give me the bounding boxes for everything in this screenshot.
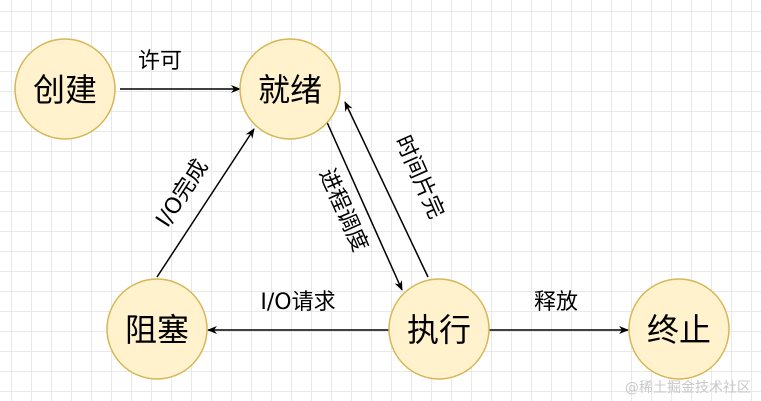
edge-create-to-ready: 许可 [120,49,241,93]
node-blocked: 阻塞 [106,278,208,380]
node-label-blocked: 阻塞 [125,311,189,349]
edge-ready-to-running: 进程调度 [314,119,403,291]
node-label-ready: 就绪 [258,71,322,109]
watermark: @稀土掘金技术社区 [625,380,751,396]
node-ready: 就绪 [239,38,341,140]
edge-label-io-request: I/O请求 [260,290,335,315]
node-label-terminated: 终止 [647,311,711,349]
node-running: 执行 [388,278,490,380]
edge-label-release: 释放 [534,290,578,315]
edge-running-to-terminated: 释放 [489,290,629,334]
node-create: 创建 [14,38,116,140]
node-label-create: 创建 [33,71,97,109]
edge-label-time-slice-expired: 时间片完 [390,132,449,223]
edge-running-to-blocked: I/O请求 [207,290,389,334]
edge-blocked-to-ready: I/O完成 [152,128,255,278]
edge-running-to-ready: 时间片完 [344,101,449,278]
edge-label-process-scheduling: 进程调度 [314,165,373,256]
node-label-running: 执行 [407,311,471,349]
edge-label-io-complete: I/O完成 [152,155,214,232]
node-terminated: 终止 [628,278,730,380]
edge-label-permit: 许可 [138,49,182,74]
